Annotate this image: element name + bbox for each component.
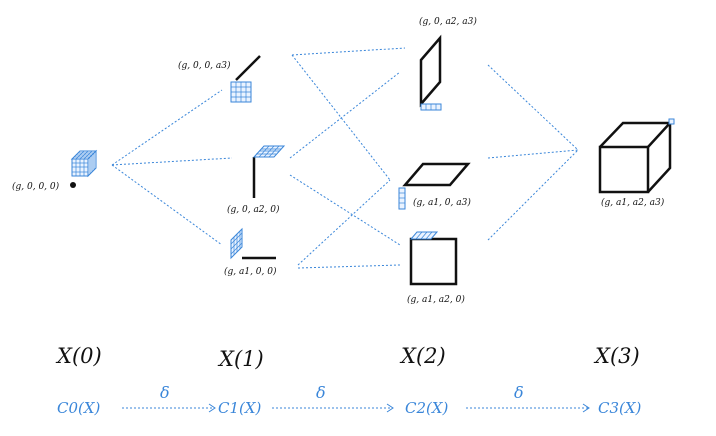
complex-c2: C2(X) bbox=[405, 399, 449, 417]
edge-a2-to-a2a3 bbox=[289, 71, 401, 159]
label-v103: (g, a1, 0, a3) bbox=[413, 197, 471, 208]
level-x0: X(0) bbox=[55, 344, 102, 368]
point-marker bbox=[70, 182, 76, 188]
label-v120: (g, a1, a2, 0) bbox=[407, 294, 465, 305]
edge-0-to-a3 bbox=[111, 89, 223, 166]
level-x3: X(3) bbox=[593, 344, 640, 368]
level-labels: X(0) X(1) X(2) X(3) bbox=[55, 344, 640, 371]
arrow-d2-head bbox=[582, 403, 590, 413]
edge-a1-to-a1a2 bbox=[297, 264, 401, 269]
vertex-0000: (g, 0, 0, 0) bbox=[12, 149, 98, 192]
edge-a1a3-to-top bbox=[487, 149, 579, 159]
label-v023: (g, 0, a2, a3) bbox=[419, 16, 477, 27]
vertex-a1a2a3: (g, a1, a2, a3) bbox=[598, 118, 675, 208]
edge-a3-to-a2a3 bbox=[291, 47, 406, 56]
connectors bbox=[111, 47, 579, 269]
arrow-d0-head bbox=[208, 403, 216, 413]
delta-label-1: δ bbox=[316, 383, 326, 402]
vertex-a2: (g, 0, a2, 0) bbox=[227, 145, 286, 215]
delta-label-0: δ bbox=[160, 383, 170, 402]
level-x2: X(2) bbox=[399, 344, 446, 368]
cochain-row: C0(X) C1(X) C2(X) C3(X) δ δ δ bbox=[57, 383, 642, 417]
grid-strip-icon bbox=[420, 103, 442, 111]
level-x1: X(1) bbox=[217, 347, 264, 371]
vertex-a1a3: (g, a1, 0, a3) bbox=[398, 162, 471, 210]
vertex-a1: (g, a1, 0, 0) bbox=[224, 227, 277, 277]
label-v100: (g, a1, 0, 0) bbox=[224, 266, 277, 277]
edge-a1-to-a1a3 bbox=[297, 179, 391, 266]
vertex-a3: (g, 0, 0, a3) bbox=[178, 55, 261, 103]
label-v123: (g, a1, a2, a3) bbox=[601, 197, 665, 208]
label-v020: (g, 0, a2, 0) bbox=[227, 204, 280, 215]
arrow-d1-head bbox=[386, 403, 394, 413]
complex-c1: C1(X) bbox=[218, 399, 262, 417]
complex-c3: C3(X) bbox=[598, 399, 642, 417]
grid-bar-icon bbox=[398, 187, 406, 210]
grid-slab-icon bbox=[409, 231, 439, 240]
edge-a1a2-to-top bbox=[487, 149, 579, 241]
edge-0-to-a2 bbox=[111, 157, 233, 166]
delta-label-2: δ bbox=[514, 383, 524, 402]
complex-c0: C0(X) bbox=[57, 399, 101, 417]
edge-0-to-a1 bbox=[111, 164, 223, 246]
vertex-a2a3: (g, 0, a2, a3) bbox=[419, 16, 477, 111]
corner-cell-icon bbox=[668, 118, 675, 125]
label-v003: (g, 0, 0, a3) bbox=[178, 60, 231, 71]
edge-a3-to-a1a3 bbox=[291, 54, 391, 181]
grid-slant-square-icon bbox=[230, 227, 243, 260]
grid-square-icon bbox=[230, 81, 252, 103]
label-v000: (g, 0, 0, 0) bbox=[12, 181, 60, 192]
edge-a2-to-a1a2 bbox=[289, 174, 401, 246]
grid-cube-icon bbox=[70, 149, 98, 178]
edge-a2a3-to-top bbox=[487, 64, 579, 151]
grid-rhombus-icon bbox=[252, 145, 286, 158]
vertex-a1a2: (g, a1, a2, 0) bbox=[407, 231, 465, 305]
